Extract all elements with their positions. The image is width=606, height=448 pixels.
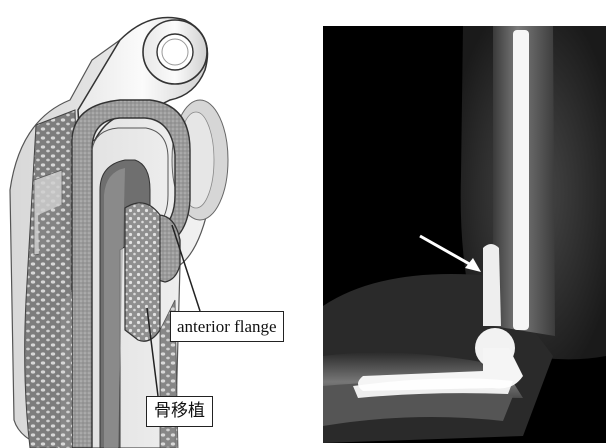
implant-illustration bbox=[0, 0, 318, 448]
xray-image bbox=[323, 26, 606, 443]
bone-graft-label: 骨移植 bbox=[146, 396, 213, 427]
anterior-flange-label: anterior flange bbox=[170, 311, 284, 342]
